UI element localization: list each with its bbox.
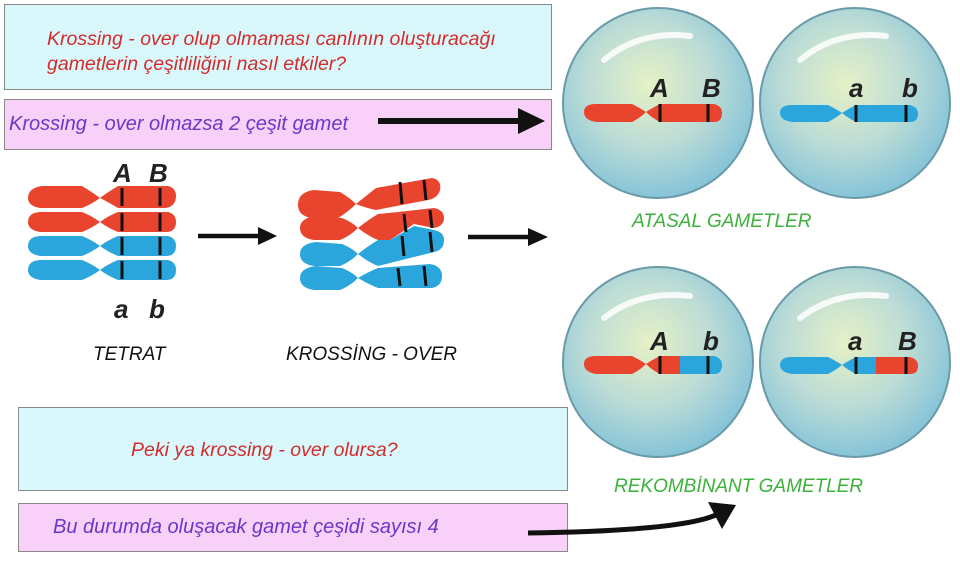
crossing-over-label: KROSSİNG - OVER: [286, 344, 458, 365]
parental-gametes-label: ATASAL GAMETLER: [632, 211, 812, 232]
gamete-cell-AB: A B: [562, 7, 754, 199]
gamete-2-allele-a: a: [849, 73, 863, 103]
gamete-4-allele-a: a: [848, 326, 862, 356]
gamete-4-allele-B: B: [898, 326, 917, 356]
arrow-curved-to-recombinant: [527, 502, 736, 536]
gamete-3-allele-b: b: [703, 326, 719, 356]
question-text-crossing: Peki ya krossing - over olursa?: [131, 439, 398, 461]
gamete-2-allele-b: b: [902, 73, 918, 103]
gamete-cell-ab: a b: [759, 7, 951, 199]
answer-box-no-crossing: Krossing - over olmazsa 2 çeşit gamet: [4, 99, 552, 150]
arrow-tetrat-to-crossing: [198, 227, 277, 245]
gamete-cell-aB: a B: [759, 266, 951, 458]
answer-text-no-crossing: Krossing - over olmazsa 2 çeşit gamet: [9, 113, 349, 135]
gamete-3-allele-A: A: [649, 326, 669, 356]
tetrad-allele-b: b: [149, 294, 165, 324]
question-box: Krossing - over olup olmaması canlının o…: [4, 4, 552, 90]
arrow-answer-to-gametes: [378, 108, 545, 134]
gamete-1-allele-B: B: [702, 73, 721, 103]
gamete-1-allele-A: A: [649, 73, 669, 103]
question-box-crossing: Peki ya krossing - over olursa?: [18, 407, 568, 491]
tetrad-allele-a: a: [114, 294, 128, 324]
tetrad: A B a b: [28, 158, 176, 324]
tetrad-allele-A: A: [112, 158, 132, 188]
blue-chromatid-lower: [28, 236, 176, 280]
arrow-crossing-to-gametes: [468, 228, 548, 246]
tetrat-label: TETRAT: [93, 344, 166, 365]
question-text: Krossing - over olup olmaması canlının o…: [47, 28, 496, 75]
gamete-cell-Ab: A b: [562, 266, 754, 458]
red-chromatid-upper: [28, 186, 176, 232]
tetrad-allele-B: B: [149, 158, 168, 188]
crossing-over-tetrad: [298, 178, 444, 290]
answer-text-crossing: Bu durumda oluşacak gamet çeşidi sayısı …: [53, 516, 439, 538]
recombinant-gametes-label: REKOMBİNANT GAMETLER: [614, 476, 864, 497]
answer-box-crossing: Bu durumda oluşacak gamet çeşidi sayısı …: [18, 503, 568, 552]
